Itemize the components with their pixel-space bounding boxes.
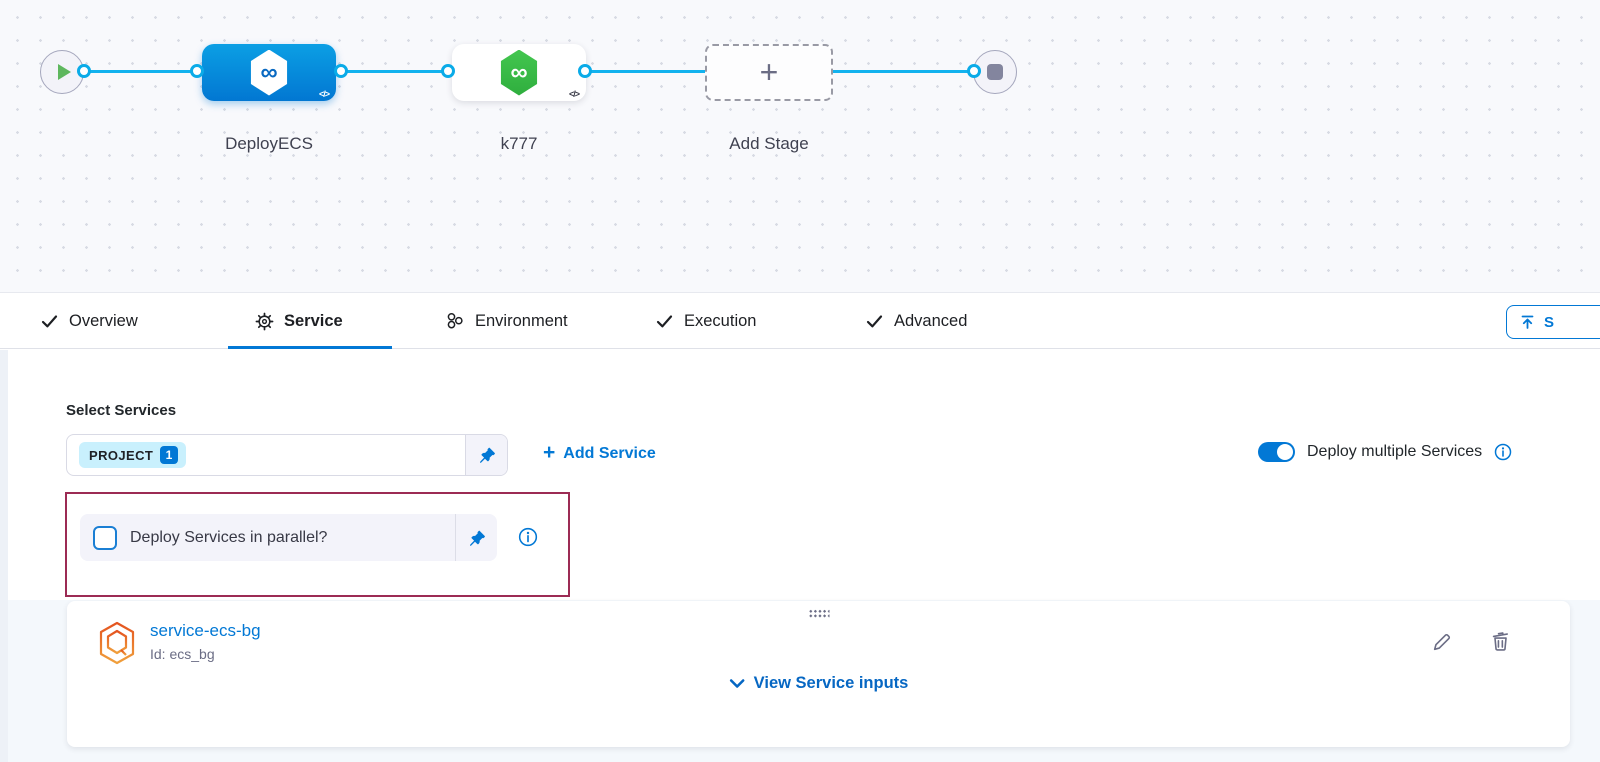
deploy-parallel-field: Deploy Services in parallel?: [80, 514, 497, 561]
stage-label-deployecs[interactable]: DeployECS: [225, 134, 313, 153]
connector-port[interactable]: [190, 64, 204, 78]
tab-label: Overview: [69, 311, 138, 330]
tab-overview[interactable]: Overview: [40, 293, 138, 349]
gear-icon: [255, 312, 274, 330]
pin-input-type-button[interactable]: [465, 435, 507, 475]
stage-label-k777[interactable]: k777: [500, 134, 538, 153]
stop-icon: [987, 64, 1003, 80]
view-service-inputs-button[interactable]: View Service inputs: [729, 674, 909, 693]
info-icon: [518, 527, 538, 547]
view-service-inputs-label: View Service inputs: [753, 674, 909, 692]
chevron-down-icon: [729, 678, 744, 688]
deploy-parallel-checkbox[interactable]: [93, 525, 117, 550]
deploy-multiple-services-control: Deploy multiple Services: [1258, 442, 1512, 462]
tab-label: Advanced: [894, 311, 968, 330]
tab-execution[interactable]: Execution: [655, 293, 756, 349]
stage-config-tabbar: Overview Service Environment Execution A…: [0, 292, 1600, 349]
service-name-link[interactable]: service-ecs-bg: [150, 621, 261, 640]
select-services-input[interactable]: PROJECT 1: [66, 434, 508, 476]
deploy-parallel-label: Deploy Services in parallel?: [130, 528, 328, 546]
service-hexagon-icon: [98, 621, 136, 670]
connector-port[interactable]: [77, 64, 91, 78]
pencil-icon: [1433, 633, 1451, 651]
plus-icon: +: [543, 441, 556, 464]
add-service-label: Add Service: [563, 445, 656, 462]
active-tab-underline: [228, 346, 392, 349]
harness-hexagon-icon: ∞: [250, 49, 288, 96]
service-id-text: Id: ecs_bg: [150, 646, 215, 662]
deploy-multiple-services-label: Deploy multiple Services: [1307, 443, 1483, 460]
service-card: service-ecs-bg Id: ecs_bg View Service i…: [67, 601, 1570, 747]
stage-node-k777[interactable]: ∞ </>: [452, 44, 586, 101]
deploy-parallel-info[interactable]: [518, 527, 538, 552]
info-icon[interactable]: [1494, 443, 1512, 461]
code-badge: </>: [318, 89, 330, 99]
trash-icon: [1492, 632, 1508, 651]
stage-node-deployecs[interactable]: ∞ </>: [202, 44, 336, 101]
tab-label: Service: [284, 311, 343, 330]
delete-service-button[interactable]: [1489, 630, 1512, 658]
check-icon: [656, 314, 673, 327]
upload-icon: [1521, 315, 1534, 329]
deploy-multiple-services-toggle[interactable]: [1258, 442, 1295, 462]
save-button[interactable]: S: [1506, 305, 1600, 339]
tab-service[interactable]: Service: [255, 293, 343, 349]
edit-service-button[interactable]: [1431, 630, 1454, 658]
connector-port[interactable]: [441, 64, 455, 78]
environment-cluster-icon: [447, 312, 463, 329]
drag-handle[interactable]: [808, 609, 829, 618]
connector-port[interactable]: [578, 64, 592, 78]
pin-icon: [469, 529, 485, 546]
code-badge: </>: [568, 89, 580, 99]
service-tab-panel: Select Services PROJECT 1 + Add Service …: [0, 350, 1600, 762]
project-chip-label: PROJECT: [89, 447, 154, 463]
add-stage-button[interactable]: +: [705, 44, 833, 101]
pipeline-canvas[interactable]: ∞ </> DeployECS ∞ </> k777 + Add Stage: [0, 0, 1600, 292]
connector-port[interactable]: [967, 64, 981, 78]
tab-environment[interactable]: Environment: [445, 293, 568, 349]
pipeline-start-node[interactable]: [40, 50, 84, 94]
connector-port[interactable]: [334, 64, 348, 78]
check-icon: [41, 314, 58, 327]
toggle-knob: [1277, 444, 1293, 460]
add-service-button[interactable]: + Add Service: [543, 441, 656, 465]
select-services-label: Select Services: [66, 402, 177, 419]
check-icon: [866, 314, 883, 327]
tab-label: Environment: [475, 311, 568, 330]
harness-hexagon-icon: ∞: [500, 49, 538, 96]
pin-icon: [479, 447, 495, 463]
project-chip[interactable]: PROJECT 1: [79, 442, 187, 468]
tab-label: Execution: [684, 311, 757, 330]
save-button-label: S: [1544, 313, 1555, 331]
play-icon: [57, 64, 71, 80]
tab-advanced[interactable]: Advanced: [865, 293, 967, 349]
left-edge-strip: [0, 350, 8, 762]
add-stage-label[interactable]: Add Stage: [729, 134, 809, 153]
select-services-value[interactable]: PROJECT 1: [67, 435, 465, 475]
pin-input-type-button[interactable]: [455, 514, 497, 561]
plus-icon: +: [759, 54, 779, 90]
project-chip-count-badge: 1: [160, 446, 179, 464]
